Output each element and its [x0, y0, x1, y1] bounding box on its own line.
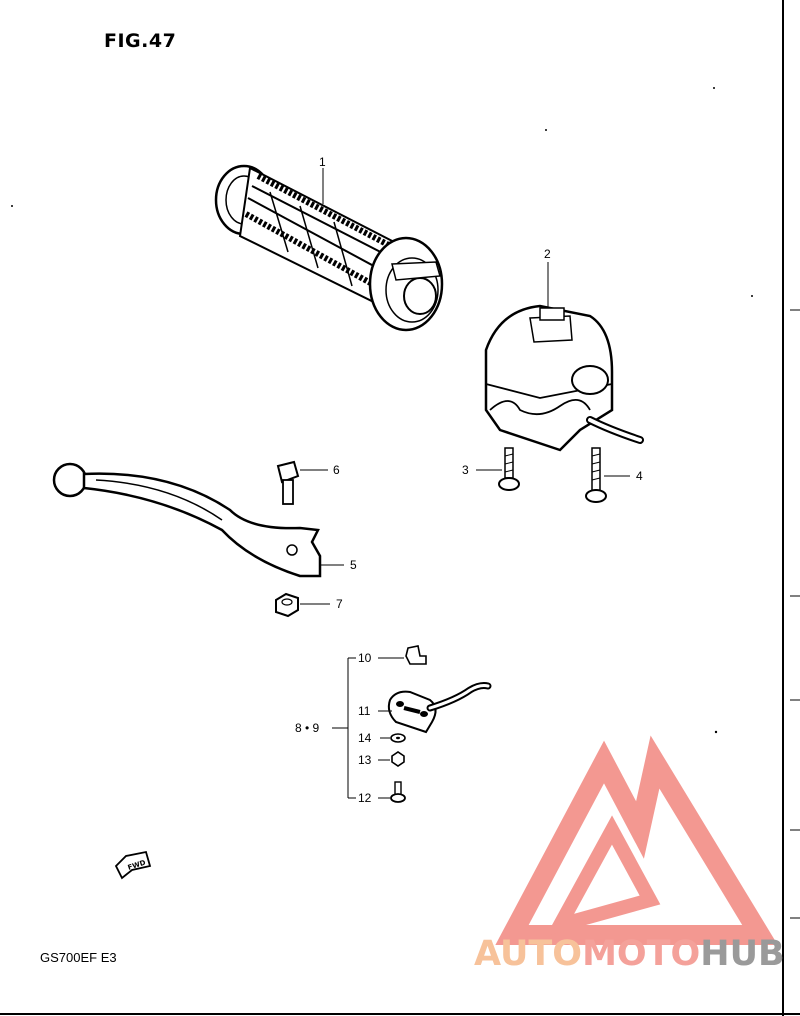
label-part-5: 5 [350, 558, 357, 572]
watermark-logo [495, 735, 778, 945]
switch-pin [378, 645, 427, 665]
label-part-11: 11 [358, 704, 371, 718]
washer [380, 733, 406, 743]
small-nut [378, 751, 405, 767]
label-part-1: 1 [319, 155, 326, 169]
watermark-moto: MOTO [582, 934, 701, 974]
label-part-3: 3 [462, 463, 469, 477]
label-part-8-9: 8 • 9 [295, 721, 320, 735]
switch-screw [378, 781, 406, 803]
label-part-10: 10 [358, 651, 372, 665]
label-part-7: 7 [336, 597, 343, 611]
figure-title: FIG.47 [104, 30, 177, 52]
label-part-4: 4 [636, 469, 643, 483]
watermark-text: AUTOMOTOHUB [474, 934, 785, 974]
fwd-arrow-icon: FWD [114, 850, 152, 880]
screw-short [476, 447, 520, 491]
switch-assy-bracket [332, 657, 356, 799]
label-part-13: 13 [358, 753, 372, 767]
brake-light-switch [378, 682, 492, 734]
watermark-hub: HUB [700, 934, 785, 974]
scan-specks [11, 87, 753, 734]
pivot-bolt [276, 460, 328, 505]
watermark-auto: AUTO [474, 934, 583, 974]
handlebar-grip [214, 164, 444, 332]
brake-lever [52, 462, 344, 578]
lock-nut [275, 592, 330, 618]
label-part-2: 2 [544, 247, 551, 261]
model-code: GS700EF E3 [40, 950, 117, 965]
label-part-6: 6 [333, 463, 340, 477]
switch-housing [484, 262, 644, 452]
label-part-14: 14 [358, 731, 372, 745]
label-part-12: 12 [358, 791, 372, 805]
screw-long [585, 447, 630, 503]
